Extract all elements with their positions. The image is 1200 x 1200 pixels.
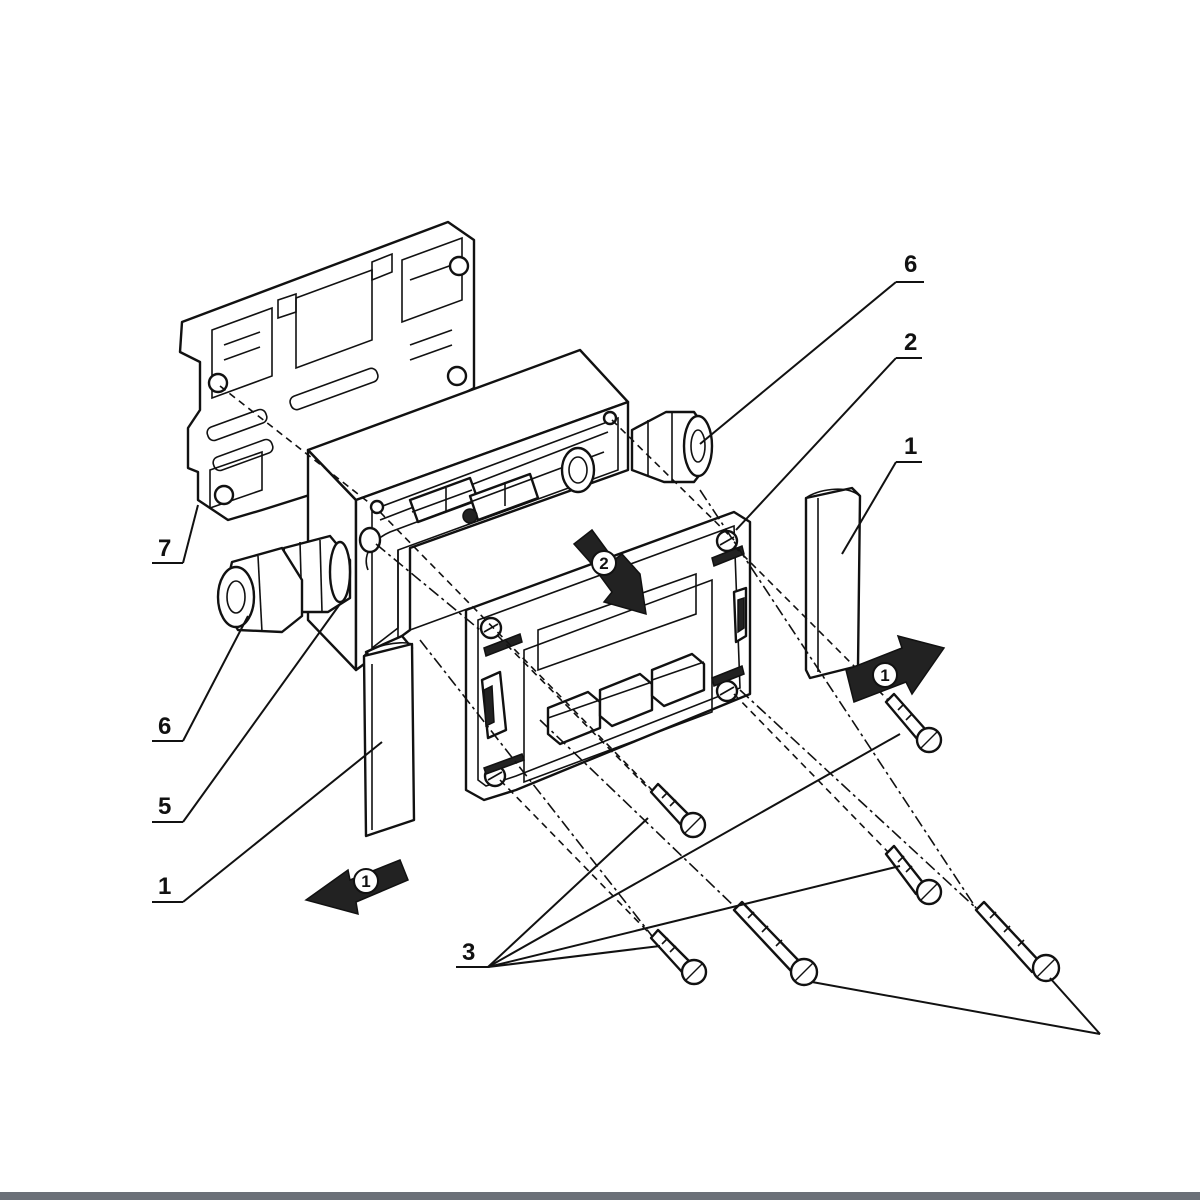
callout-1-right: 1 bbox=[904, 433, 917, 460]
step-badge-left: 1 bbox=[361, 872, 370, 891]
removal-arrow-left: 1 bbox=[304, 859, 409, 916]
screw-3 bbox=[884, 844, 943, 906]
step-badge-right: 1 bbox=[880, 666, 889, 685]
screw-6-long bbox=[974, 900, 1061, 983]
callout-numbers: 6 2 1 7 6 5 1 3 bbox=[158, 251, 917, 966]
callout-7: 7 bbox=[158, 535, 171, 562]
bottom-bar bbox=[0, 1192, 1200, 1200]
callout-6-top: 6 bbox=[904, 251, 917, 278]
callout-5: 5 bbox=[158, 793, 171, 820]
screw-5-long bbox=[732, 900, 819, 987]
callout-1-left: 1 bbox=[158, 873, 171, 900]
callout-6-bottom: 6 bbox=[158, 713, 171, 740]
mounting-plate bbox=[178, 220, 476, 522]
terminal-carrier bbox=[464, 510, 752, 802]
callout-3: 3 bbox=[462, 939, 475, 966]
screw-1 bbox=[649, 782, 707, 839]
cover-strip-right bbox=[804, 486, 862, 680]
screw-2 bbox=[884, 692, 943, 754]
screw-4 bbox=[649, 928, 708, 986]
callout-leaders bbox=[152, 281, 1101, 1035]
removal-arrow-right: 1 bbox=[845, 634, 946, 704]
assembly-guide-lines bbox=[219, 385, 977, 937]
step-badge-down: 2 bbox=[599, 554, 608, 573]
cable-gland-left bbox=[216, 534, 352, 634]
cable-gland-right bbox=[630, 410, 714, 484]
callout-2: 2 bbox=[904, 329, 917, 356]
cover-strip-left bbox=[362, 641, 416, 838]
removal-arrow-down: 2 bbox=[572, 528, 647, 616]
